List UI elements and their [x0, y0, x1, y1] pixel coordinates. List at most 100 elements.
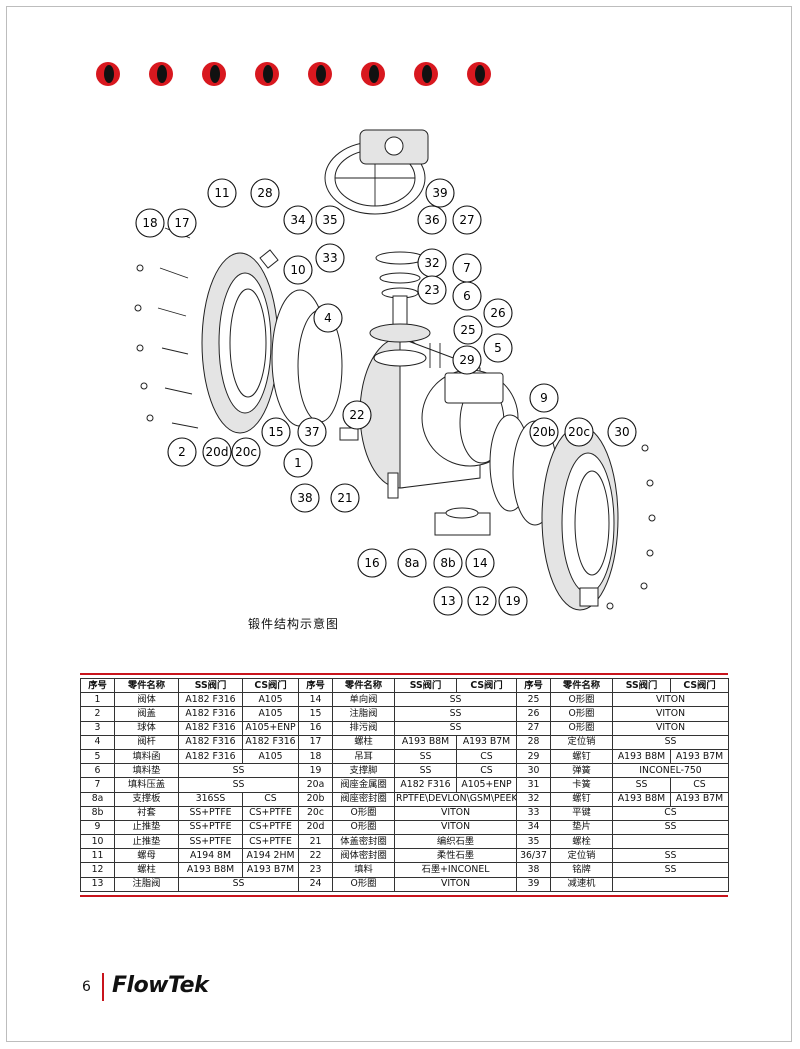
table-cell-material: [612, 834, 729, 850]
table-cell-number: 32: [516, 791, 551, 807]
table-cell-material: SS阀门: [612, 677, 671, 694]
callout-label: 10: [290, 263, 305, 277]
table-cell-material: RPTFE\DEVLON\GSM\PEEK: [394, 791, 517, 807]
callout-label: 26: [490, 306, 505, 320]
red-dot-icon: [255, 62, 279, 86]
table-cell-part-name: 定位销: [550, 848, 613, 864]
table-cell-number: 8a: [80, 791, 115, 807]
table-cell-number: 20a: [298, 777, 333, 793]
table-cell-part-name: 阀座金属圈: [332, 777, 395, 793]
table-cell-part-name: 卡簧: [550, 777, 613, 793]
table-cell-part-name: 螺钉: [550, 748, 613, 765]
table-cell-part-name: 减速机: [550, 876, 613, 892]
table-cell-material: SS: [178, 876, 299, 892]
table-cell-material: SS: [612, 734, 729, 750]
table-cell-number: 18: [298, 748, 333, 765]
table-cell-material: A105: [242, 706, 299, 722]
table-cell-part-name: O形圈: [332, 876, 395, 892]
table-cell-number: 3: [80, 720, 115, 736]
callout-label: 33: [322, 251, 337, 265]
table-cell-material: SS: [612, 819, 729, 836]
callout-label: 20b: [533, 425, 556, 439]
table-cell-number: 27: [516, 720, 551, 736]
callout-label: 20c: [235, 445, 257, 459]
table-cell-number: 39: [516, 876, 551, 892]
table-cell-number: 21: [298, 834, 333, 850]
callout-39: 39: [425, 178, 455, 208]
table-cell-number: 序号: [516, 677, 551, 694]
table-cell-material: A182 F316: [178, 706, 243, 722]
table-cell-material: SS: [394, 763, 457, 779]
callout-label: 37: [304, 425, 319, 439]
table-cell-part-name: O形圈: [332, 805, 395, 821]
callout-label: 1: [294, 456, 302, 470]
callout-label: 35: [322, 213, 337, 227]
table-cell-material: A105: [242, 692, 299, 708]
table-cell-part-name: 螺母: [114, 848, 179, 864]
callout-label: 7: [463, 261, 471, 275]
page-frame: [6, 6, 792, 1042]
callout-18: 18: [135, 208, 165, 238]
table-cell-material: A193 B7M: [456, 734, 517, 750]
callout-label: 2: [178, 445, 186, 459]
table-cell-number: 4: [80, 734, 115, 750]
table-cell-part-name: 填料压盖: [114, 777, 179, 793]
table-cell-material: SS: [612, 848, 729, 864]
callout-25: 25: [453, 315, 483, 345]
callout-label: 25: [460, 323, 475, 337]
table-cell-part-name: 螺栓: [550, 834, 613, 850]
table-cell-material: A105+ENP: [242, 720, 299, 736]
table-cell-number: 23: [298, 862, 333, 878]
callout-16: 16: [357, 548, 387, 578]
table-cell-number: 15: [298, 706, 333, 722]
page-number: 6: [82, 979, 91, 995]
table-cell-material: 石墨+INCONEL: [394, 862, 517, 878]
table-cell-part-name: 螺柱: [332, 734, 395, 750]
table-cell-number: 17: [298, 734, 333, 750]
table-cell-part-name: 填料垫: [114, 763, 179, 779]
callout-32: 32: [417, 248, 447, 278]
table-cell-material: SS+PTFE: [178, 805, 243, 821]
table-cell-material: VITON: [612, 706, 729, 722]
table-cell-part-name: 球体: [114, 720, 179, 736]
table-cell-material: A182 F316: [394, 777, 457, 793]
table-cell-material: A193 B7M: [670, 791, 729, 807]
callout-9: 9: [529, 383, 559, 413]
callout-label: 13: [440, 594, 455, 608]
table-cell-part-name: 止推垫: [114, 819, 179, 836]
handwheel-gearbox-icon: [324, 129, 429, 215]
table-cell-part-name: O形圈: [550, 692, 613, 708]
bottom-support-icon: [387, 472, 491, 536]
table-cell-material: A182 F316: [178, 734, 243, 750]
callout-label: 8b: [440, 556, 455, 570]
table-cell-number: 序号: [298, 677, 333, 694]
callout-23: 23: [417, 275, 447, 305]
callout-label: 19: [505, 594, 520, 608]
table-bottom-rule: [80, 894, 728, 897]
table-cell-number: 14: [298, 692, 333, 708]
table-cell-part-name: O形圈: [332, 819, 395, 836]
callout-label: 5: [494, 341, 502, 355]
callout-17: 17: [167, 208, 197, 238]
table-cell-number: 16: [298, 720, 333, 736]
table-cell-part-name: 螺柱: [114, 862, 179, 878]
callout-19: 19: [498, 586, 528, 616]
callout-8b: 8b: [433, 548, 463, 578]
table-cell-part-name: 零件名称: [550, 677, 613, 694]
callout-37: 37: [297, 417, 327, 447]
table-cell-part-name: 平键: [550, 805, 613, 821]
table-cell-material: [612, 876, 729, 892]
red-dot-icon: [202, 62, 226, 86]
callout-label: 18: [142, 216, 157, 230]
table-cell-material: VITON: [612, 692, 729, 708]
footer-divider: [102, 973, 104, 1001]
table-cell-number: 25: [516, 692, 551, 708]
